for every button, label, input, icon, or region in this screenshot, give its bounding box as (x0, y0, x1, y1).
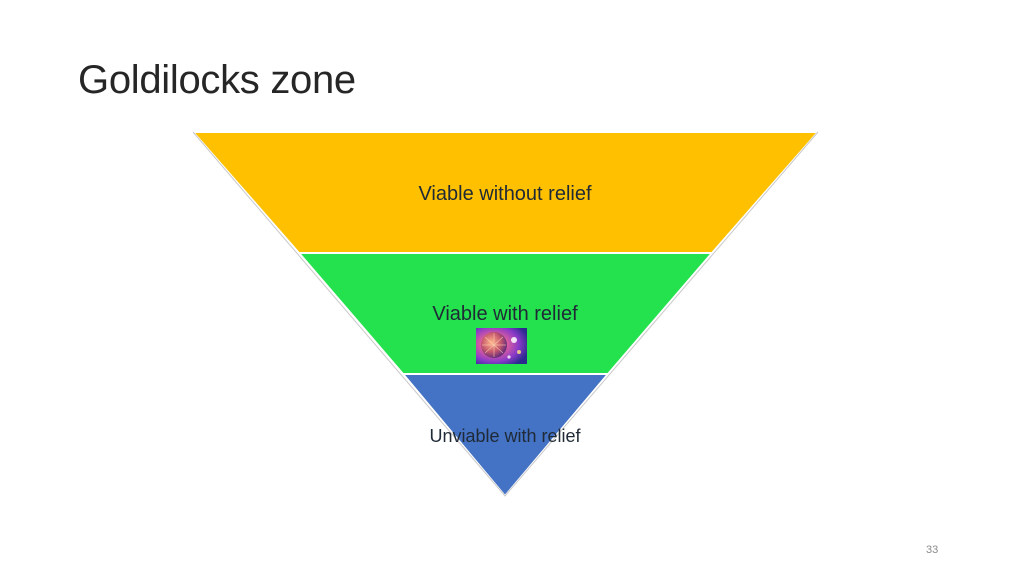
disco-ball-image (476, 328, 527, 364)
pyramid-outline (192, 131, 819, 497)
layer-top-label: Viable without relief (418, 183, 592, 205)
layer-bottom-unviable-with-relief (400, 373, 611, 498)
page-number: 33 (926, 544, 939, 556)
layer-middle-label: Viable with relief (432, 303, 578, 325)
slide-title: Goldilocks zone (78, 58, 356, 102)
layer-bottom-label: Unviable with relief (429, 426, 581, 446)
